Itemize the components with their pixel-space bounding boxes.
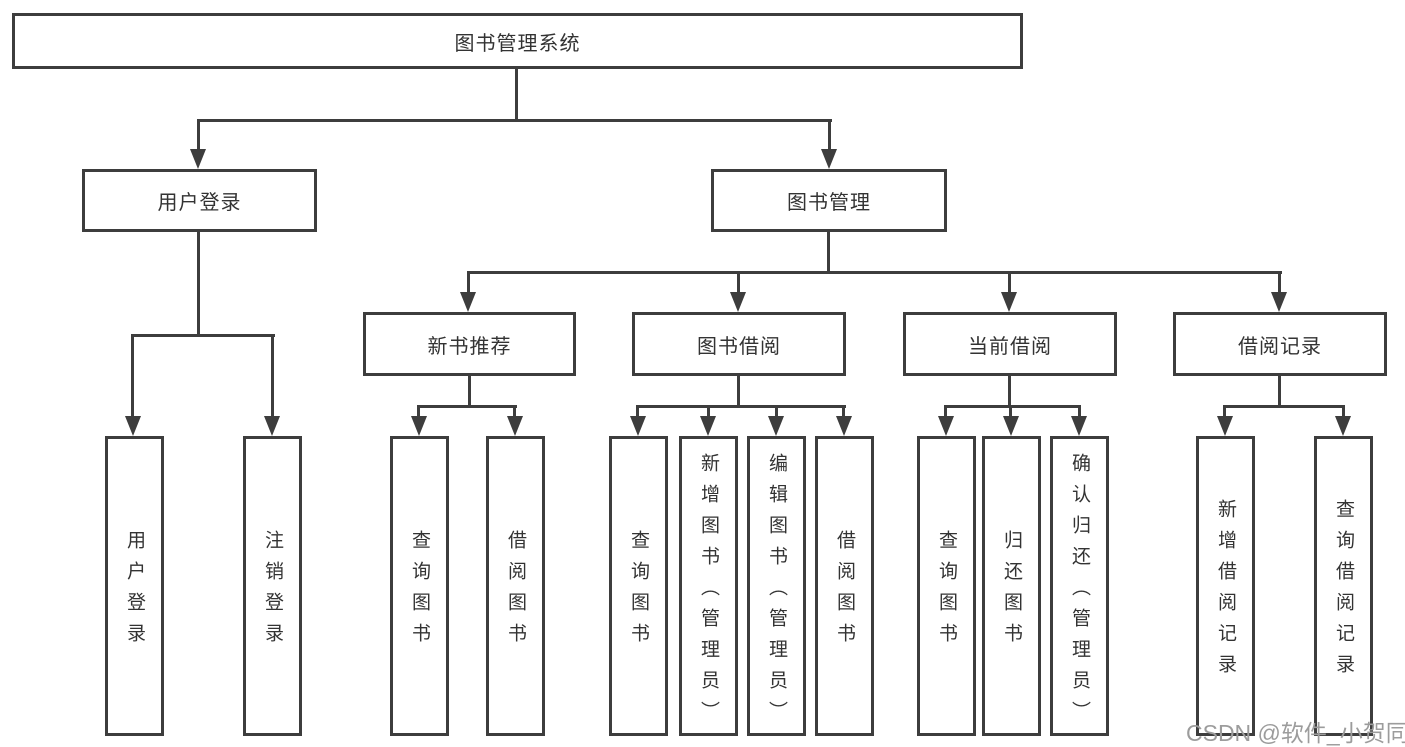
node-new-book-recommend-label: 新书推荐 (427, 335, 512, 358)
leaf-add-book-admin: 新增图书（管理员） (679, 436, 738, 736)
connector-g1-leaf2-drop (513, 405, 516, 419)
leaf-query-book-1-label: 查询图书 (409, 530, 430, 654)
connector-g3-leaf2-drop (1009, 405, 1012, 419)
connector-g2-leaf2-drop (707, 405, 710, 419)
connector-borrow-drop (737, 271, 740, 295)
node-book-borrow: 图书借阅 (632, 312, 846, 376)
connector-root-vline (515, 69, 518, 121)
connector-user-leaf2-drop (271, 334, 274, 418)
arrow-down-icon (836, 416, 852, 436)
connector-book-mgmt-drop (828, 119, 831, 151)
connector-g4-hline (1223, 405, 1345, 408)
node-current-borrow: 当前借阅 (903, 312, 1117, 376)
leaf-query-borrow-record-label: 查询借阅记录 (1333, 499, 1354, 685)
node-borrow-record-label: 借阅记录 (1238, 335, 1322, 358)
leaf-return-book: 归还图书 (982, 436, 1041, 736)
connector-root-hline (197, 119, 832, 122)
leaf-borrow-book-2-label: 借阅图书 (834, 530, 855, 654)
arrow-down-icon (1001, 292, 1017, 312)
connector-g3-vline (1008, 376, 1011, 408)
arrow-down-icon (264, 416, 280, 436)
connector-user-hline (132, 334, 275, 337)
connector-g2-leaf4-drop (842, 405, 845, 419)
leaf-add-borrow-record: 新增借阅记录 (1196, 436, 1255, 736)
connector-g2-vline (737, 376, 740, 408)
connector-g3-hline (944, 405, 1081, 408)
node-book-borrow-label: 图书借阅 (697, 335, 781, 358)
connector-g3-leaf1-drop (944, 405, 947, 419)
leaf-return-book-label: 归还图书 (1001, 530, 1022, 654)
leaf-borrow-book-1: 借阅图书 (486, 436, 545, 736)
node-book-management-label: 图书管理 (787, 192, 871, 214)
connector-mgmt-vline (827, 232, 830, 274)
connector-g2-leaf3-drop (775, 405, 778, 419)
connector-g1-hline (417, 405, 517, 408)
arrow-down-icon (507, 416, 523, 436)
connector-user-leaf1-drop (131, 334, 134, 418)
arrow-down-icon (411, 416, 427, 436)
arrow-down-icon (1071, 416, 1087, 436)
leaf-query-book-3-label: 查询图书 (936, 530, 957, 654)
arrow-down-icon (768, 416, 784, 436)
leaf-confirm-return-admin-label: 确认归还（管理员） (1069, 452, 1090, 732)
connector-g4-vline (1278, 376, 1281, 408)
node-root: 图书管理系统 (12, 13, 1023, 69)
arrow-down-icon (938, 416, 954, 436)
arrow-down-icon (125, 416, 141, 436)
node-new-book-recommend: 新书推荐 (363, 312, 576, 376)
leaf-edit-book-admin-label: 编辑图书（管理员） (766, 452, 787, 732)
leaf-query-book-3: 查询图书 (917, 436, 976, 736)
leaf-edit-book-admin: 编辑图书（管理员） (747, 436, 806, 736)
connector-g2-leaf1-drop (636, 405, 639, 419)
node-book-management: 图书管理 (711, 169, 947, 232)
arrow-down-icon (1217, 416, 1233, 436)
connector-g4-leaf1-drop (1223, 405, 1226, 419)
arrow-down-icon (821, 149, 837, 169)
leaf-user-login: 用户登录 (105, 436, 164, 736)
leaf-confirm-return-admin: 确认归还（管理员） (1050, 436, 1109, 736)
arrow-down-icon (1003, 416, 1019, 436)
arrow-down-icon (1271, 292, 1287, 312)
node-user-login: 用户登录 (82, 169, 317, 232)
node-root-label: 图书管理系统 (454, 32, 581, 55)
arrow-down-icon (730, 292, 746, 312)
node-user-login-label: 用户登录 (157, 192, 242, 214)
connector-g1-leaf1-drop (417, 405, 420, 419)
leaf-logout: 注销登录 (243, 436, 302, 736)
connector-newbook-drop (467, 271, 470, 295)
leaf-add-book-admin-label: 新增图书（管理员） (698, 452, 719, 732)
leaf-query-book-1: 查询图书 (390, 436, 449, 736)
leaf-add-borrow-record-label: 新增借阅记录 (1215, 499, 1236, 685)
node-current-borrow-label: 当前借阅 (968, 335, 1052, 358)
node-borrow-record: 借阅记录 (1173, 312, 1387, 376)
connector-user-vline (197, 232, 200, 337)
leaf-borrow-book-1-label: 借阅图书 (505, 530, 526, 654)
leaf-borrow-book-2: 借阅图书 (815, 436, 874, 736)
arrow-down-icon (1335, 416, 1351, 436)
arrow-down-icon (190, 149, 206, 169)
leaf-user-login-label: 用户登录 (124, 530, 145, 654)
connector-record-drop (1278, 271, 1281, 295)
csdn-watermark: CSDN @软件_小贺同学 (1186, 720, 1405, 746)
arrow-down-icon (700, 416, 716, 436)
connector-g1-vline (468, 376, 471, 408)
arrow-down-icon (630, 416, 646, 436)
leaf-logout-label: 注销登录 (262, 530, 283, 654)
connector-g4-leaf2-drop (1342, 405, 1345, 419)
arrow-down-icon (460, 292, 476, 312)
connector-user-login-drop (197, 119, 200, 151)
connector-mgmt-hline (468, 271, 1282, 274)
connector-current-drop (1008, 271, 1011, 295)
leaf-query-borrow-record: 查询借阅记录 (1314, 436, 1373, 736)
leaf-query-book-2-label: 查询图书 (628, 530, 649, 654)
connector-g2-hline (636, 405, 846, 408)
connector-g3-leaf3-drop (1078, 405, 1081, 419)
leaf-query-book-2: 查询图书 (609, 436, 668, 736)
